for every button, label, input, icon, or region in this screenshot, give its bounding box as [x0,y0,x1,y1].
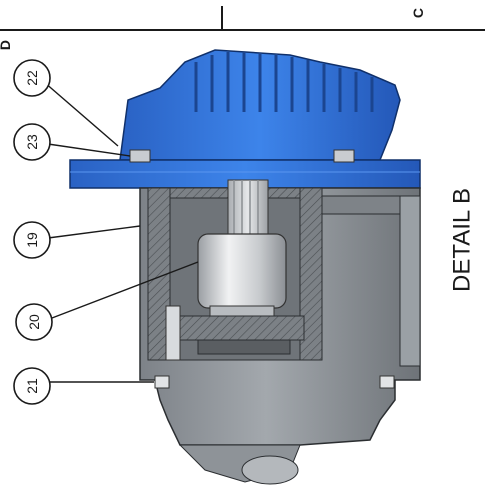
leader-lines [43,81,199,383]
callout-22-label: 22 [24,70,40,86]
callout-21-label: 21 [24,378,40,394]
callout-20: 20 [15,303,53,341]
callout-23: 23 [13,123,51,161]
zone-letter-right: C [410,8,426,18]
callout-19: 19 [13,221,51,259]
detail-title: DETAIL B [449,188,476,292]
callout-23-label: 23 [24,134,40,150]
zone-letter-left: D [0,40,13,50]
shaft-and-bearing [165,179,305,361]
callout-21: 21 [13,367,51,405]
callout-20-label: 20 [26,314,42,330]
callout-19-label: 19 [24,232,40,248]
blue-motor-housing [69,49,421,189]
callout-22: 22 [13,59,51,97]
drawing-border [0,6,485,31]
